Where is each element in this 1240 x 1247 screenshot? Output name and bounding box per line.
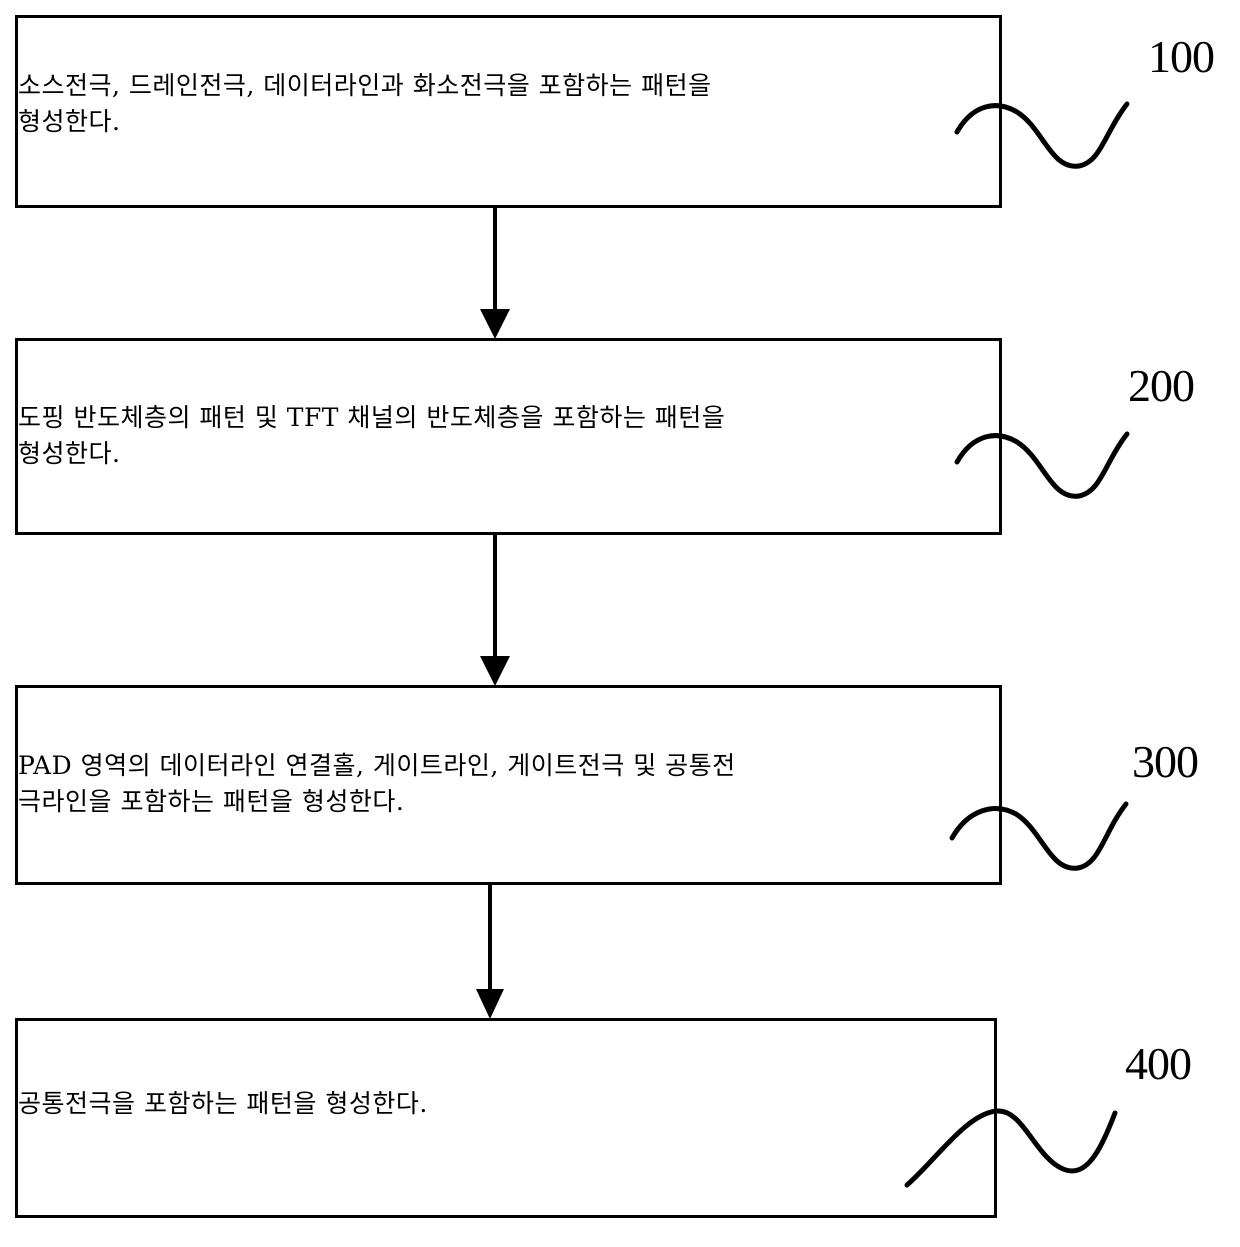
connector-arrow-100-200 xyxy=(480,205,510,339)
reference-number-100: 100 xyxy=(1148,31,1215,82)
process-step-box-400 xyxy=(15,1018,997,1218)
process-step-box-100 xyxy=(15,15,1002,208)
reference-number-400: 400 xyxy=(1125,1038,1192,1089)
process-step-text-200: 도핑 반도체층의 패턴 및 TFT 채널의 반도체층을 포함하는 패턴을 형성한… xyxy=(18,403,726,468)
process-step-text-100: 소스전극, 드레인전극, 데이터라인과 화소전극을 포함하는 패턴을 형성한다. xyxy=(18,71,712,136)
process-step-text-400: 공통전극을 포함하는 패턴을 형성한다. xyxy=(18,1089,428,1118)
reference-number-300: 300 xyxy=(1132,736,1199,787)
process-step-box-200 xyxy=(15,338,1002,535)
connector-arrow-200-300 xyxy=(480,532,510,686)
connector-arrow-300-400 xyxy=(476,882,504,1019)
process-step-box-300 xyxy=(15,685,1002,885)
process-step-text-300: PAD 영역의 데이터라인 연결홀, 게이트라인, 게이트전극 및 공통전 극라… xyxy=(18,751,736,816)
reference-number-200: 200 xyxy=(1128,360,1195,411)
